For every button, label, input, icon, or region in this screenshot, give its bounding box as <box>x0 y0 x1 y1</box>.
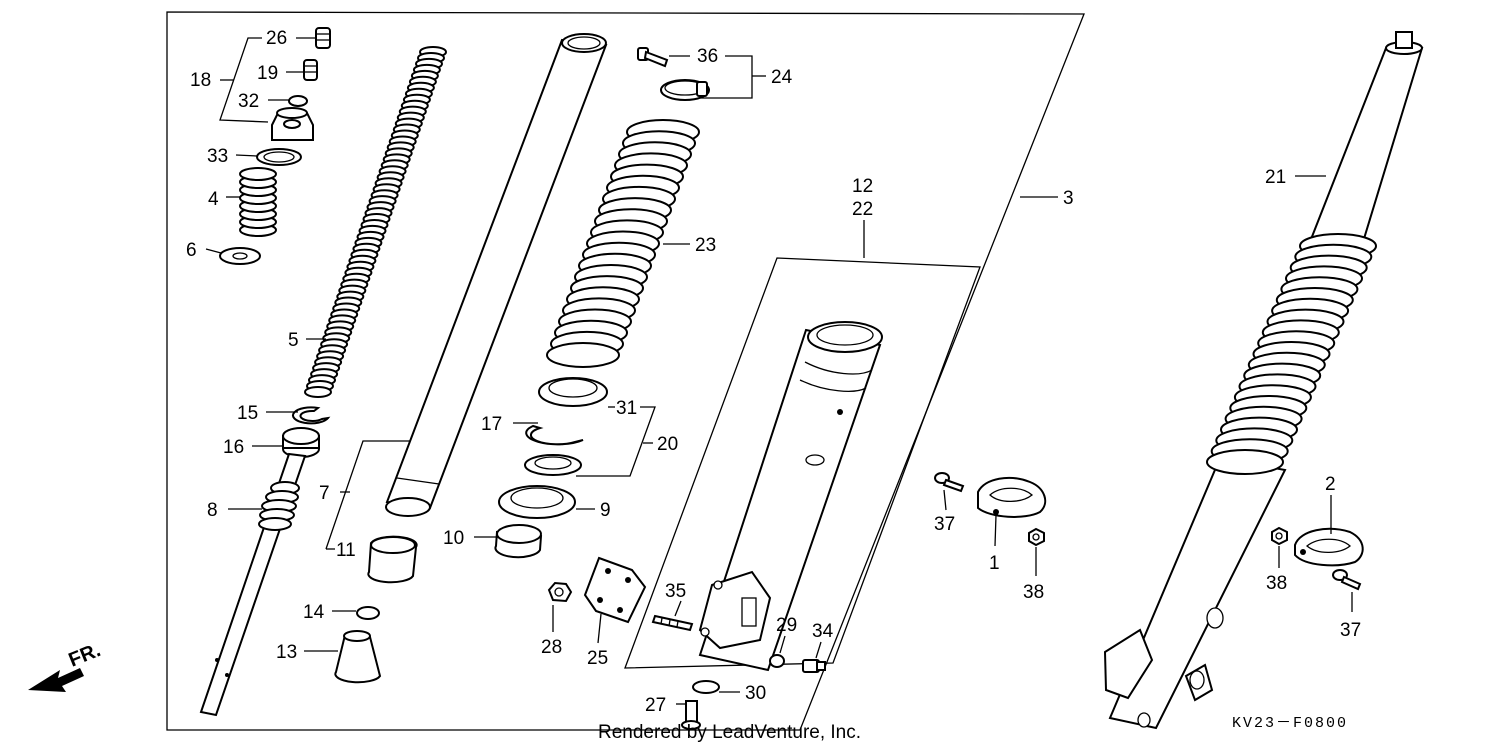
ring-14 <box>356 606 380 620</box>
callout-3: 3 <box>1063 188 1074 209</box>
spacer-spring-4 <box>239 167 277 237</box>
callout-24: 24 <box>771 67 793 88</box>
oil-lock-piece-13 <box>334 630 382 684</box>
callout-38-right: 38 <box>1266 573 1287 594</box>
nut-38-left <box>1028 527 1045 547</box>
callout-15: 15 <box>237 403 258 424</box>
boot-clamp-24 <box>660 79 710 101</box>
callout-30: 30 <box>745 683 766 704</box>
callout-11: 11 <box>336 540 356 561</box>
callout-33: 33 <box>207 146 228 167</box>
callout-18: 18 <box>190 70 211 91</box>
front-direction-arrow: FR. <box>28 639 104 692</box>
callout-labels: 26 19 18 32 33 4 6 5 15 16 8 7 11 14 13 … <box>186 28 1361 716</box>
callout-12: 12 <box>852 176 873 197</box>
callout-36: 36 <box>697 46 718 67</box>
fork-assembly-21 <box>1103 31 1424 730</box>
oil-seal-20 <box>524 454 582 476</box>
nut-38-right <box>1271 526 1288 546</box>
callout-35: 35 <box>665 581 686 602</box>
credit-watermark: Rendered by LeadVenture, Inc. <box>598 722 861 743</box>
fork-spring-5 <box>304 46 447 398</box>
fork-boot-23 <box>546 119 700 368</box>
callout-1: 1 <box>989 553 1000 574</box>
lower-leg-frame <box>624 257 981 669</box>
bolt-37-left <box>934 472 965 493</box>
callout-31: 31 <box>616 398 637 419</box>
back-up-ring-9 <box>498 485 576 519</box>
stud-bolt-35 <box>651 614 694 632</box>
callout-9: 9 <box>600 500 611 521</box>
fork-boot-21-assembled <box>1206 233 1377 475</box>
stopper-ring-17 <box>525 424 584 446</box>
bolt-36 <box>637 47 669 68</box>
callout-21: 21 <box>1265 167 1286 188</box>
fork-bolt-group <box>271 27 331 141</box>
callout-20: 20 <box>657 434 678 455</box>
callout-37-right: 37 <box>1340 620 1361 641</box>
callout-27: 27 <box>645 695 666 716</box>
washer-29 <box>769 654 785 668</box>
callout-37-left: 37 <box>934 514 955 535</box>
assembly-frame <box>166 11 1085 731</box>
callout-32: 32 <box>238 91 259 112</box>
callout-28: 28 <box>541 637 562 658</box>
callout-23: 23 <box>695 235 716 256</box>
fork-slider-12-22 <box>698 321 883 672</box>
callout-38-left: 38 <box>1023 582 1044 603</box>
callout-8: 8 <box>207 500 218 521</box>
leader-lines <box>205 37 1353 705</box>
socket-bolt-27 <box>681 700 701 730</box>
callout-26: 26 <box>266 28 287 49</box>
axle-holder-cap-25 <box>583 556 647 624</box>
callout-16: 16 <box>223 437 244 458</box>
callout-7: 7 <box>319 483 330 504</box>
callout-34: 34 <box>812 621 834 642</box>
fork-tube-7 <box>385 33 608 517</box>
bolt-37-right <box>1332 569 1362 591</box>
bushing-11 <box>367 535 418 584</box>
callout-6: 6 <box>186 240 197 261</box>
callout-2: 2 <box>1325 474 1336 495</box>
clamp-2 <box>1294 527 1364 567</box>
callout-19: 19 <box>257 63 278 84</box>
damper-rod-8 <box>199 452 307 717</box>
circlip-15 <box>292 406 331 425</box>
callout-22: 22 <box>852 199 873 220</box>
callout-14: 14 <box>303 602 325 623</box>
callout-5: 5 <box>288 330 299 351</box>
nut-28 <box>547 581 573 603</box>
callout-29: 29 <box>776 615 797 636</box>
diagram-code: KV23－F0800 <box>1232 715 1348 732</box>
callout-25: 25 <box>587 648 608 669</box>
callout-13: 13 <box>276 642 297 663</box>
front-direction-label: FR. <box>66 639 104 671</box>
dust-seal-31 <box>538 377 608 407</box>
guide-bushing-10 <box>494 524 543 559</box>
washer-30 <box>692 680 720 694</box>
bolt-34 <box>802 659 826 673</box>
callout-4: 4 <box>208 189 219 210</box>
callout-17: 17 <box>481 414 502 435</box>
clamp-1 <box>977 476 1047 518</box>
callout-10: 10 <box>443 528 464 549</box>
